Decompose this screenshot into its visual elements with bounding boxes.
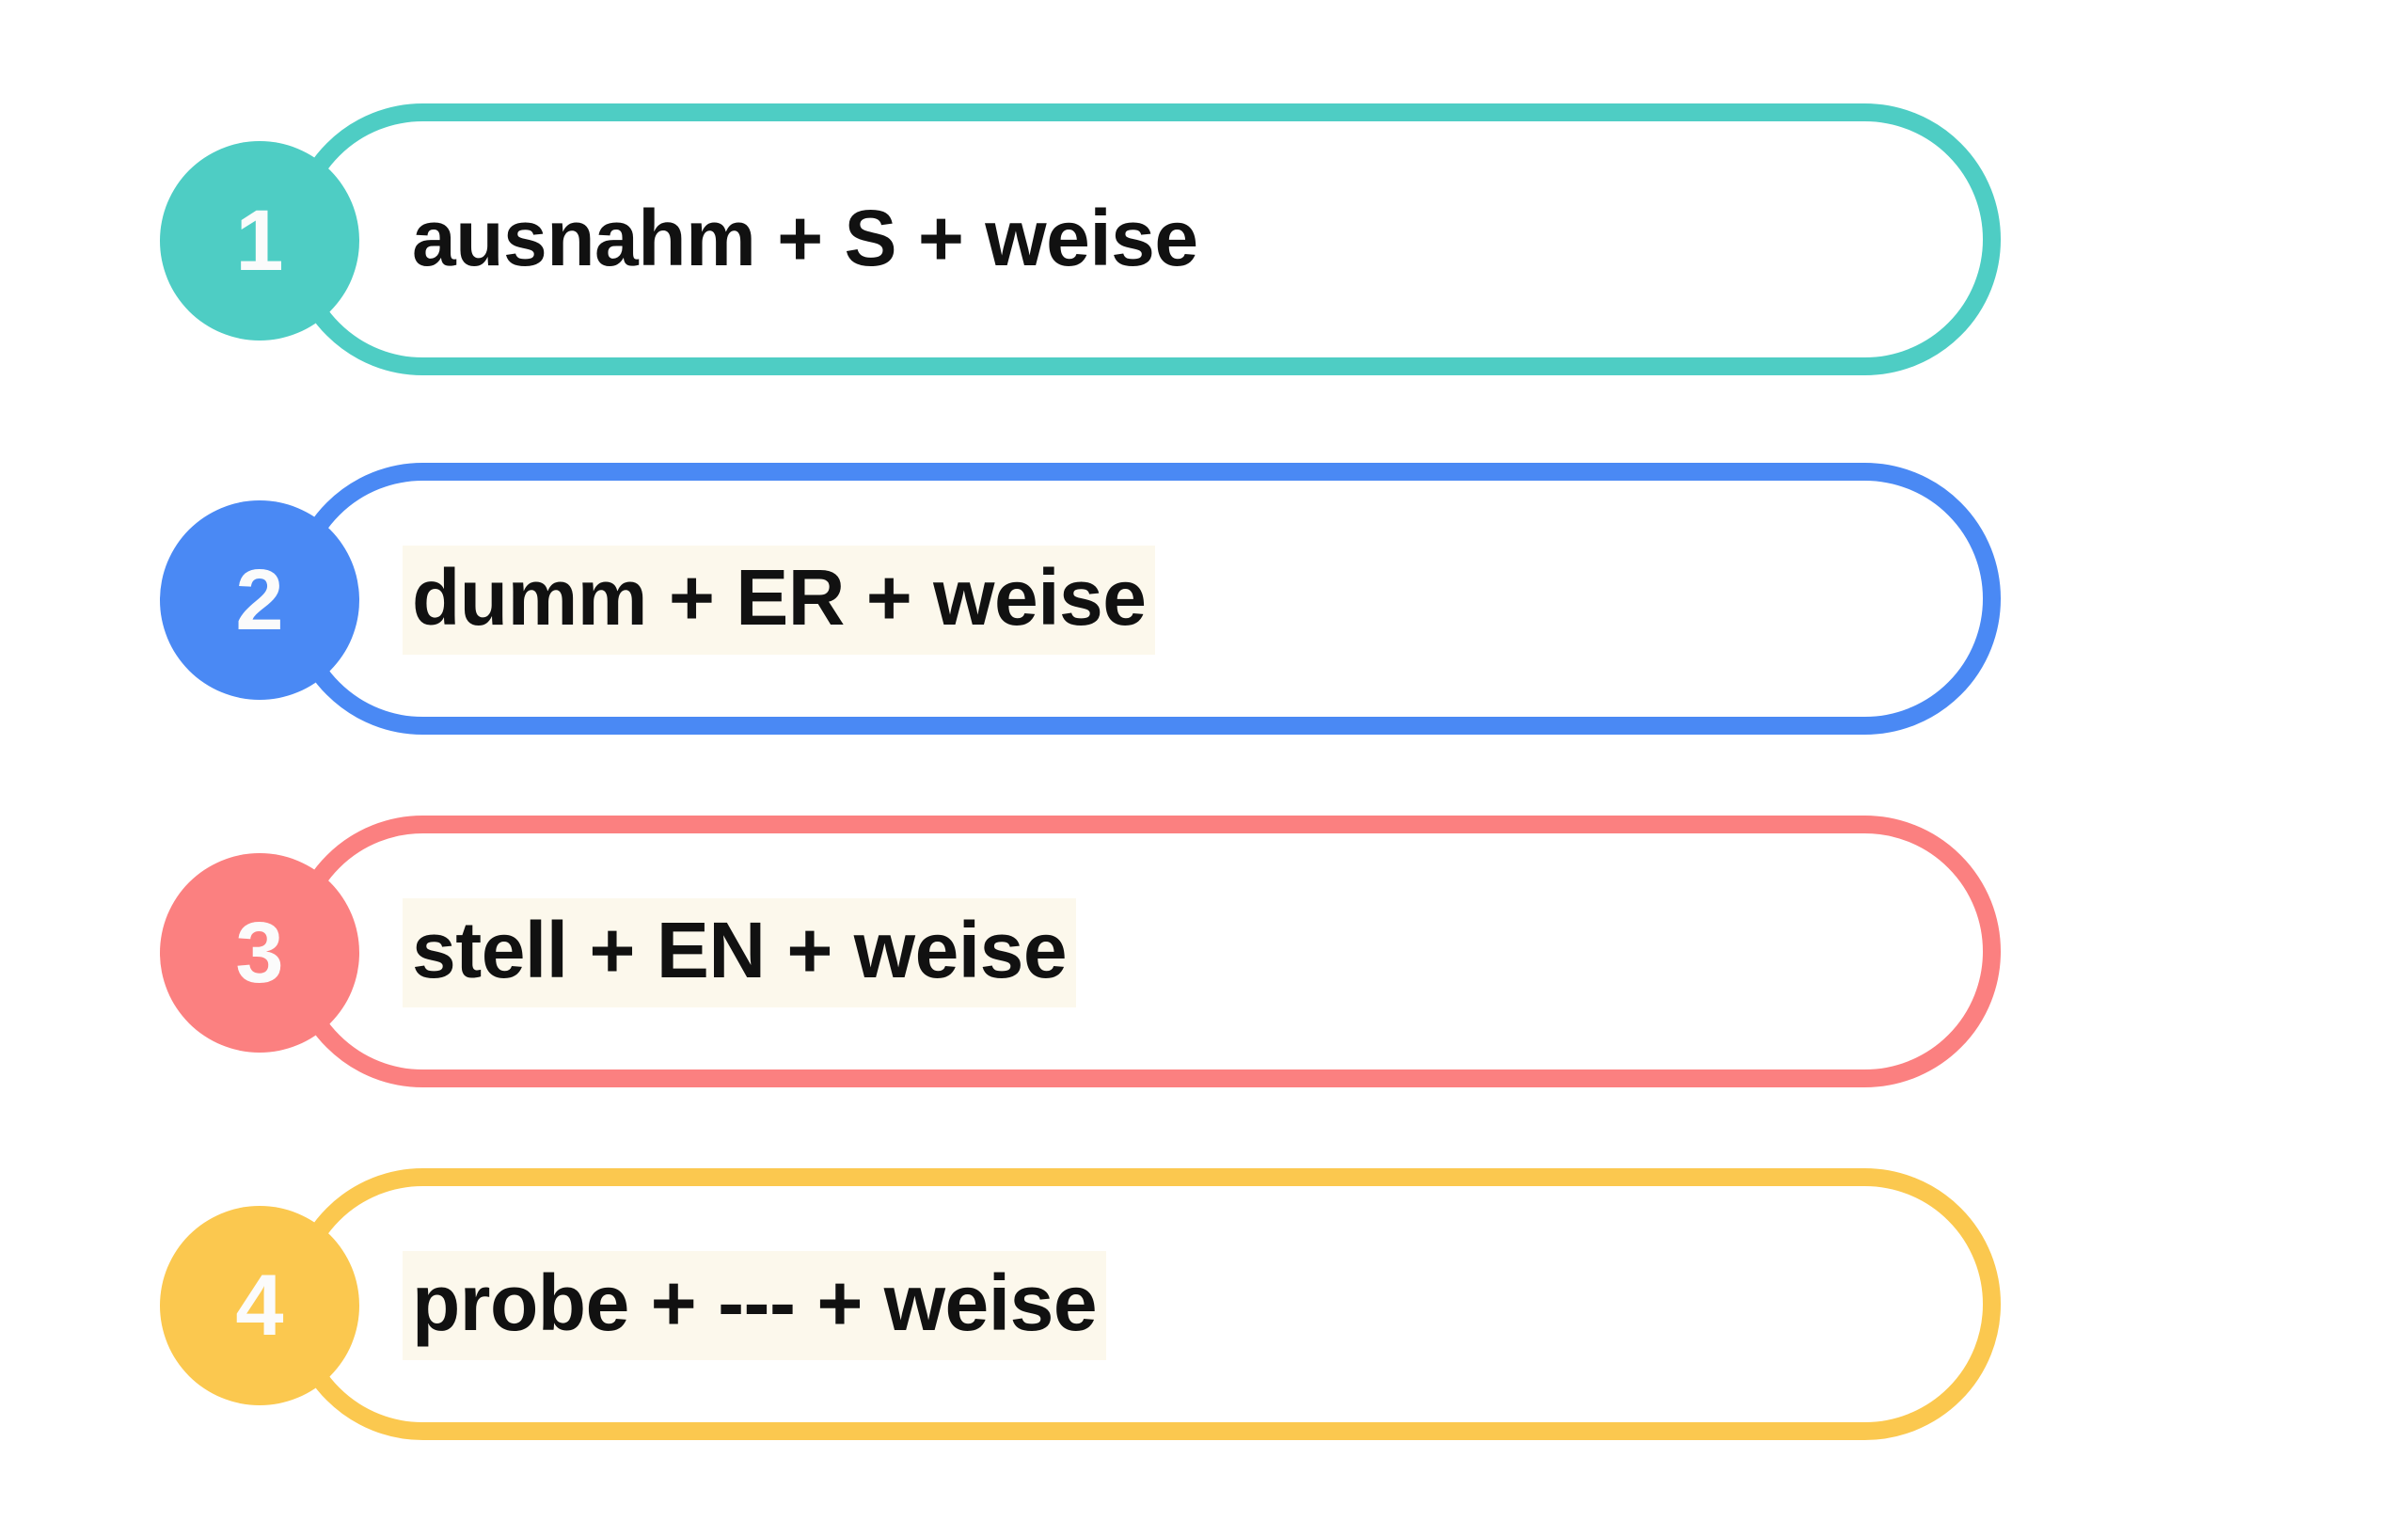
row-text: ausnahm + S + weise [412, 194, 1198, 283]
row-text-container: dumm + ER + weise [403, 500, 1156, 700]
row-text-container: probe + --- + weise [403, 1206, 1107, 1405]
row-text: stell + EN + weise [403, 898, 1077, 1007]
row-text-container: stell + EN + weise [403, 853, 1077, 1053]
row-text: probe + --- + weise [403, 1251, 1107, 1360]
row-text: dumm + ER + weise [403, 546, 1156, 655]
row-number-badge: 4 [160, 1206, 359, 1405]
row-text-container: ausnahm + S + weise [403, 141, 1208, 341]
row-number-badge: 2 [160, 500, 359, 700]
list-item[interactable]: 1 ausnahm + S + weise [0, 99, 2408, 381]
list-item[interactable]: 2 dumm + ER + weise [0, 458, 2408, 740]
list-item[interactable]: 3 stell + EN + weise [0, 811, 2408, 1093]
list-item[interactable]: 4 probe + --- + weise [0, 1164, 2408, 1446]
row-number-badge: 1 [160, 141, 359, 341]
row-number-badge: 3 [160, 853, 359, 1053]
